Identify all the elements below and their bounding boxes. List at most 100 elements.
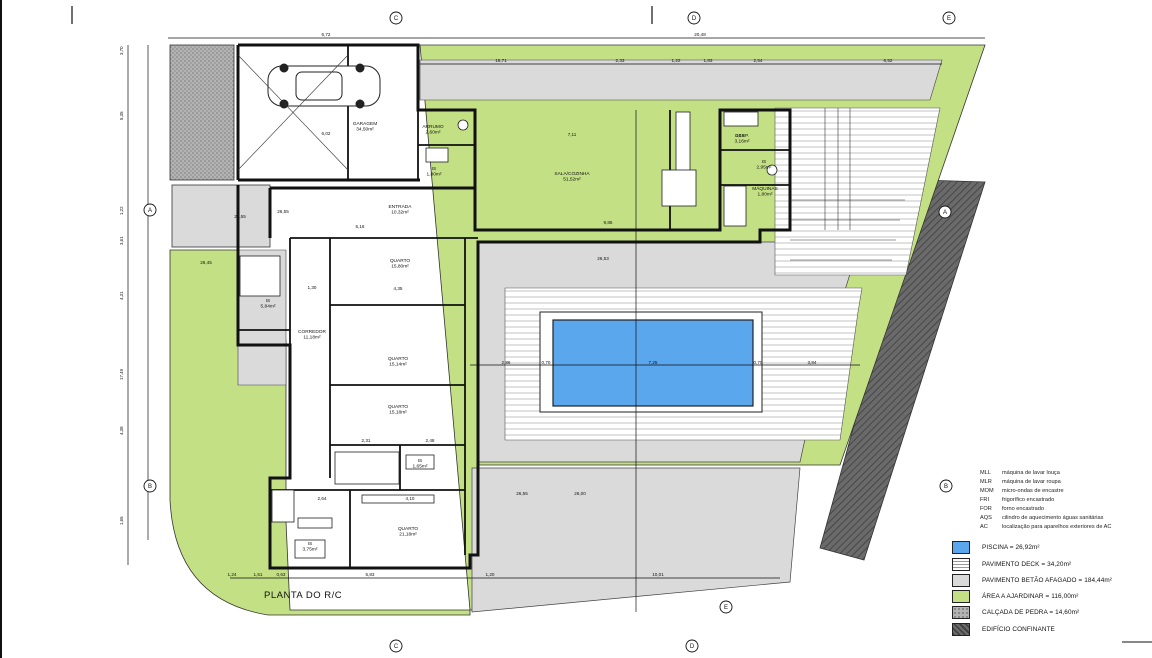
svg-text:26,55: 26,55 [277,209,289,214]
svg-text:26,55: 26,55 [234,214,246,219]
legend-item-lawn: ÁREA A AJARDINAR = 116,00m² [952,589,1079,603]
svg-text:17,49: 17,49 [119,368,124,380]
car-symbol [267,63,381,109]
svg-text:1,22: 1,22 [119,206,124,215]
svg-text:2,54: 2,54 [754,58,763,63]
svg-text:C: C [394,16,399,22]
room-desp: DESP.3,16m² [735,133,750,145]
svg-text:5,83: 5,83 [366,572,375,577]
svg-text:1,20: 1,20 [486,572,495,577]
pool-swatch [952,540,970,554]
svg-text:B: B [148,484,152,490]
svg-text:A: A [148,208,152,214]
svg-text:E: E [724,605,728,611]
legend-item-pool: PISCINA = 26,92m² [952,540,1040,554]
swimming-pool [552,319,754,407]
svg-text:D: D [690,644,695,650]
svg-text:2,48: 2,48 [426,438,435,443]
svg-text:2,64: 2,64 [318,496,327,501]
svg-text:6,02: 6,02 [322,131,331,136]
stone-pavement [169,44,235,181]
svg-text:1,22: 1,22 [672,58,681,63]
stone-swatch [952,605,970,619]
svg-text:0,70: 0,70 [754,360,763,365]
lawn-swatch [952,589,970,603]
svg-text:4,38: 4,38 [119,426,124,435]
svg-text:7,25: 7,25 [649,360,658,365]
legend-item-neighbour: EDIFÍCIO CONFINANTE [952,622,1055,636]
dimension-texts: 6,72 20,48 15,71 2,33 1,22 1,83 2,54 6,5… [228,32,893,577]
svg-text:26,00: 26,00 [574,491,586,496]
dimension-lines [127,37,985,612]
svg-text:3,61: 3,61 [119,236,124,245]
svg-text:B: B [944,484,948,490]
svg-text:4,31: 4,31 [119,291,124,300]
svg-text:5,16: 5,16 [356,224,365,229]
legend-item-concrete: PAVIMENTO BETÃO AFAGADO = 184,44m² [952,573,1112,587]
kitchen-furniture [239,111,778,559]
svg-text:0,63: 0,63 [277,572,286,577]
svg-text:D: D [692,16,697,22]
north-deck [774,107,941,276]
svg-text:26,55: 26,55 [516,491,528,496]
svg-text:2,31: 2,31 [362,438,371,443]
drawing-title: PLANTA DO R/C [264,590,343,601]
svg-text:4,35: 4,35 [394,286,403,291]
legend-item-deck: PAVIMENTO DECK = 34,20m² [952,557,1071,571]
concrete-paving-north [419,59,943,101]
svg-text:20,48: 20,48 [694,32,706,37]
svg-text:A: A [943,210,947,216]
svg-text:1,65: 1,65 [119,516,124,525]
svg-text:9,85: 9,85 [604,220,613,225]
svg-text:15,71: 15,71 [495,58,507,63]
svg-text:1,30: 1,30 [308,285,317,290]
svg-text:3,84: 3,84 [808,360,817,365]
left-dimension-texts: 3,70 5,35 1,22 3,61 4,31 17,49 4,38 1,65 [119,46,124,525]
level-tags: 26,55 26,55 26,45 26,53 26,55 26,00 [200,209,609,496]
svg-text:3,70: 3,70 [119,46,124,55]
neighbour-swatch [952,622,970,636]
deck-swatch [952,557,970,571]
entry-paving [171,184,271,248]
svg-text:0,70: 0,70 [542,360,551,365]
svg-text:2,86: 2,86 [502,360,511,365]
svg-text:10,01: 10,01 [652,572,664,577]
svg-text:C: C [394,644,399,650]
house-walls [236,43,792,570]
svg-text:1,51: 1,51 [254,572,263,577]
svg-text:6,52: 6,52 [884,58,893,63]
section-marker-labels: A B C D E B A C D E [148,16,951,650]
svg-text:26,53: 26,53 [597,256,609,261]
svg-text:26,45: 26,45 [200,260,212,265]
concrete-swatch [952,573,970,587]
garage-ramp [237,54,349,171]
svg-text:2,33: 2,33 [616,58,625,63]
svg-text:7,11: 7,11 [568,132,577,137]
svg-text:6,72: 6,72 [322,32,331,37]
deck-lines [790,108,905,261]
